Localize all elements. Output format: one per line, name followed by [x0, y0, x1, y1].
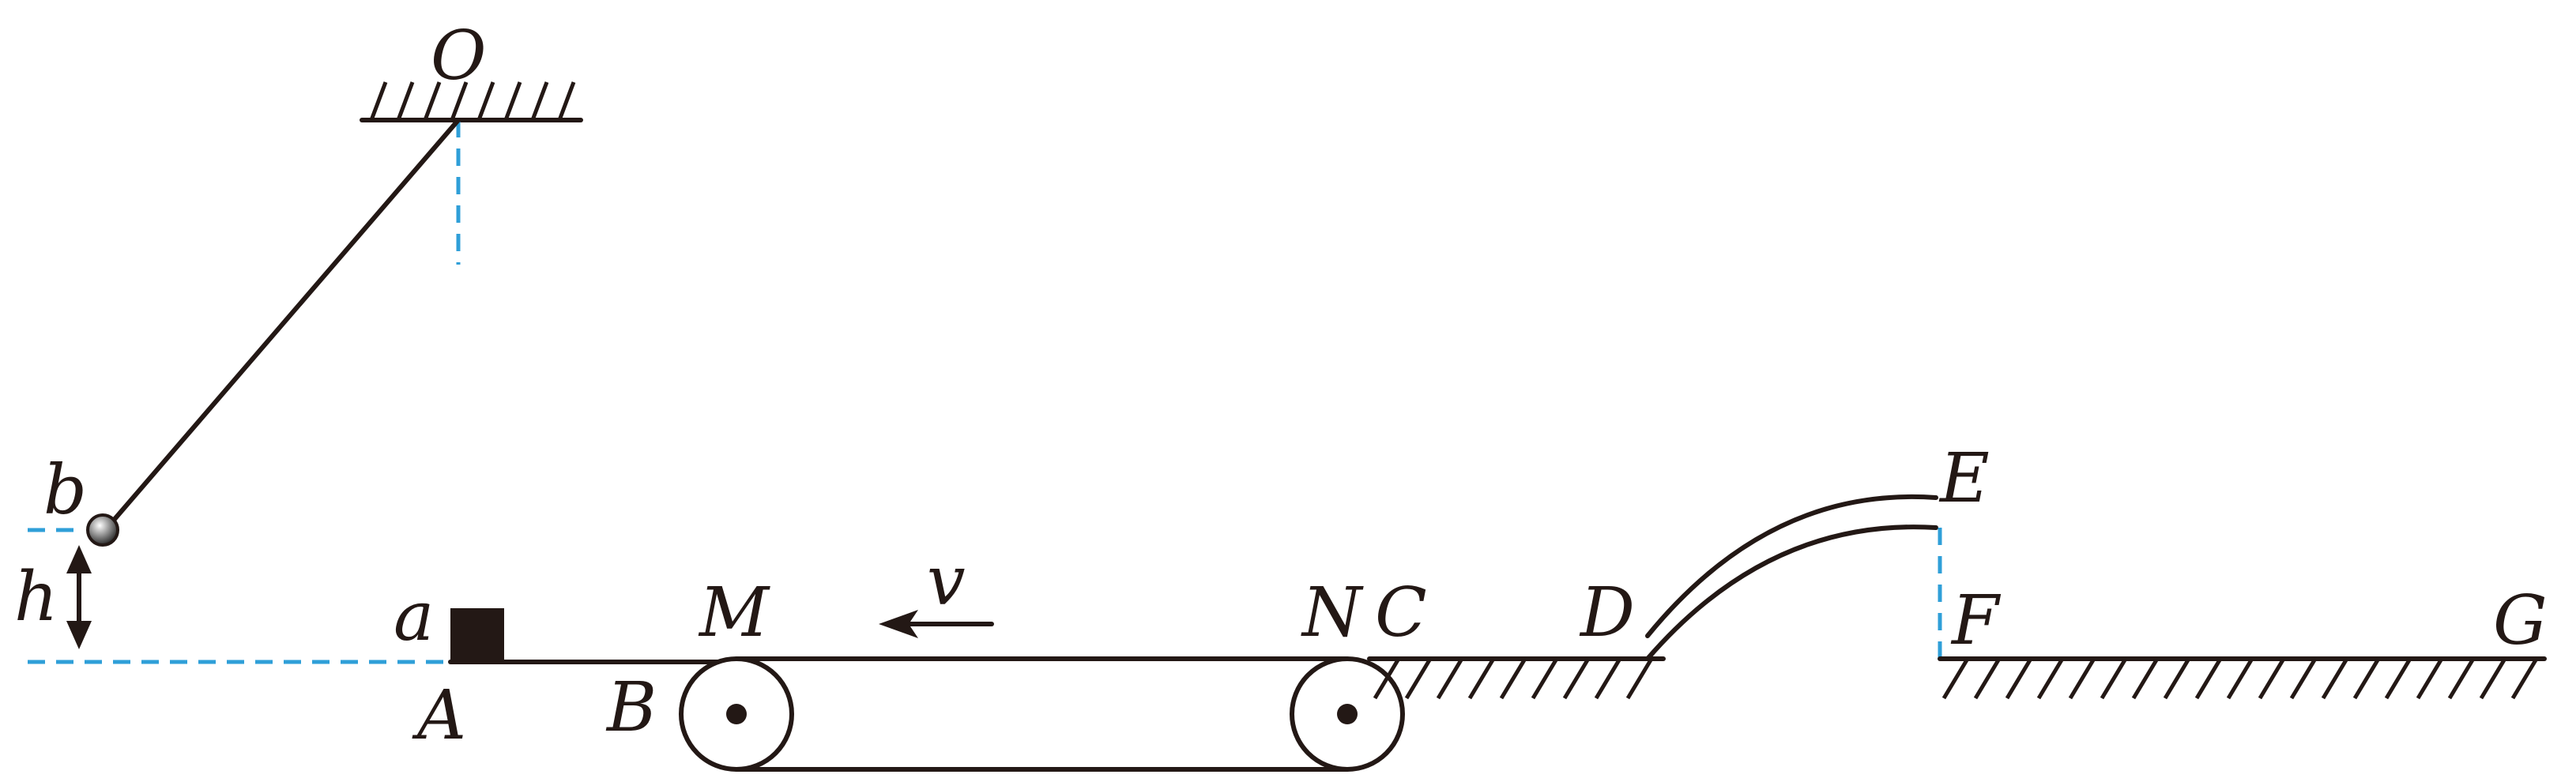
hatch-mark: [1941, 657, 1970, 700]
hatch-mark: [2131, 657, 2160, 700]
hatch-mark: [1373, 657, 1401, 700]
hatch-mark: [2321, 657, 2349, 700]
hatch-mark: [1562, 657, 1591, 700]
hatch-mark: [1436, 657, 1464, 700]
curved-tube-de: [1645, 494, 1938, 661]
conveyor-belt: [679, 656, 1405, 772]
hatch-mark: [396, 81, 415, 121]
ground-fg: [1938, 656, 2547, 700]
hatch-mark: [1625, 657, 1654, 700]
hatch-mark: [1404, 657, 1433, 700]
ceiling-support: [360, 81, 583, 122]
hatch-mark: [2510, 657, 2539, 700]
hatch-mark: [2005, 657, 2033, 700]
hatch-mark: [2384, 657, 2412, 700]
label-g: G: [2493, 581, 2548, 660]
hatch-mark: [1594, 657, 1622, 700]
hatch-mark: [2258, 657, 2286, 700]
label-o: O: [431, 17, 487, 96]
label-f: F: [1950, 581, 2002, 660]
hatch-mark: [2036, 657, 2065, 700]
ground-cd: [1367, 656, 1666, 700]
hatch-mark: [369, 81, 388, 121]
label-a-block: a: [394, 577, 434, 656]
pendulum-string: [104, 118, 461, 532]
label-b-point: B: [605, 668, 657, 747]
hatch-mark: [2163, 657, 2191, 700]
hatch-mark: [476, 81, 495, 121]
label-d: D: [1579, 573, 1635, 652]
ball-b: [86, 513, 119, 547]
hatch-mark: [1499, 657, 1527, 700]
hatch-mark: [2194, 657, 2223, 700]
label-v: v: [927, 542, 966, 621]
label-m: M: [698, 573, 770, 652]
hatch-mark: [2100, 657, 2128, 700]
label-a-point: A: [412, 676, 466, 755]
label-h: h: [14, 558, 58, 637]
hatch-mark: [2068, 657, 2096, 700]
hatch-mark: [423, 81, 442, 121]
height-arrow: [66, 545, 92, 649]
hatch-mark: [1973, 657, 2002, 700]
hatch-mark: [2447, 657, 2476, 700]
hatch-mark: [450, 81, 469, 121]
hatch-mark: [557, 81, 576, 121]
label-c: C: [1375, 573, 1427, 652]
hatch-mark: [2352, 657, 2381, 700]
pulley-n-axle: [1337, 704, 1358, 724]
hatch-mark: [2226, 657, 2254, 700]
hatch-mark: [2479, 657, 2507, 700]
hatch-mark: [503, 81, 522, 121]
block-a: [450, 608, 504, 662]
velocity-arrow: [879, 610, 994, 638]
hatch-mark: [1531, 657, 1559, 700]
label-e: E: [1938, 439, 1990, 518]
label-b: b: [43, 451, 87, 530]
label-n: N: [1301, 573, 1364, 652]
hatch-mark: [2289, 657, 2318, 700]
hatch-mark: [1467, 657, 1496, 700]
pulley-m-axle: [726, 704, 747, 724]
hatch-mark: [530, 81, 549, 121]
hatch-mark: [2416, 657, 2444, 700]
